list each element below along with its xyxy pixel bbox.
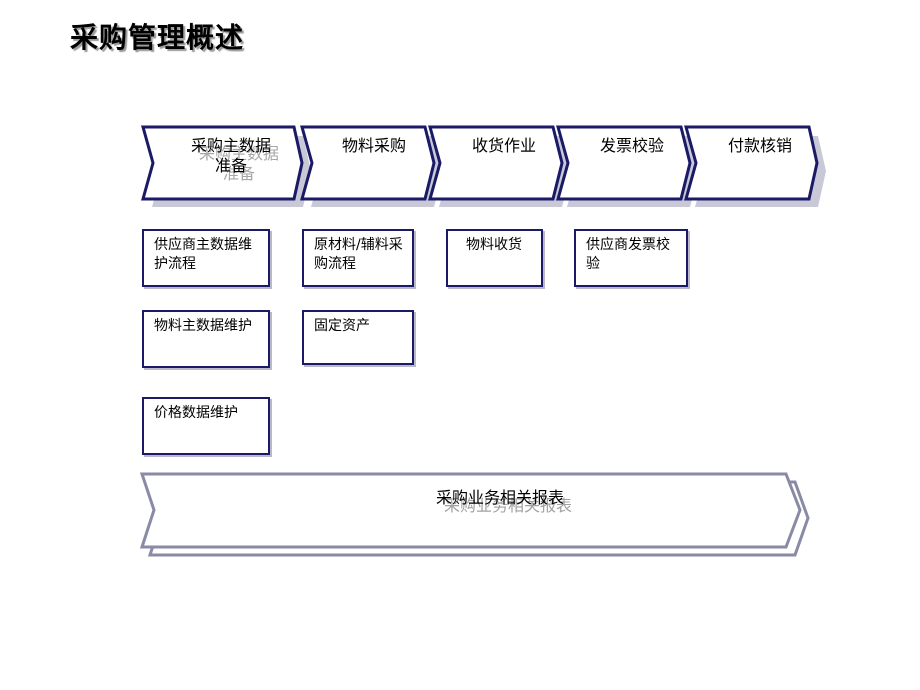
box-price-data: 价格数据维护 — [142, 397, 270, 455]
step-chevron-2 — [300, 125, 443, 207]
step-label-3: 收货作业 — [460, 136, 548, 156]
step-label-3-text: 收货作业 — [471, 136, 536, 155]
step-label-1-text: 采购主数据准备 — [190, 136, 271, 175]
step-chevron-4 — [556, 125, 699, 207]
box-material-receipt: 物料收货 — [446, 229, 543, 287]
step-label-1-shadow: 采购主数据准备 — [198, 144, 279, 183]
step-chevron-1 — [141, 125, 311, 207]
step-chevron-3 — [428, 125, 571, 207]
step-label-2: 物料采购 — [330, 136, 418, 156]
page-title: 采购管理概述 — [70, 21, 245, 54]
step-chevron-5 — [684, 125, 826, 207]
box-raw-material-procurement: 原材料/辅料采购流程 — [302, 229, 414, 287]
report-label-shadow: 采购业务相关报表 — [443, 496, 572, 515]
box-fixed-assets: 固定资产 — [302, 310, 414, 365]
box-supplier-invoice-verification: 供应商发票校验 — [574, 229, 688, 287]
step-label-1: 采购主数据准备 采购主数据准备 — [186, 136, 279, 183]
report-label: 采购业务相关报表 采购业务相关报表 — [380, 484, 620, 515]
step-label-4: 发票校验 — [588, 136, 676, 156]
box-supplier-master-data: 供应商主数据维护流程 — [142, 229, 270, 287]
report-label-text: 采购业务相关报表 — [435, 488, 564, 507]
report-arrow — [139, 472, 810, 557]
box-material-master-data: 物料主数据维护 — [142, 310, 270, 368]
step-label-5-text: 付款核销 — [727, 136, 792, 155]
step-label-2-text: 物料采购 — [341, 136, 406, 155]
step-label-4-text: 发票校验 — [599, 136, 664, 155]
step-label-5: 付款核销 — [716, 136, 804, 156]
